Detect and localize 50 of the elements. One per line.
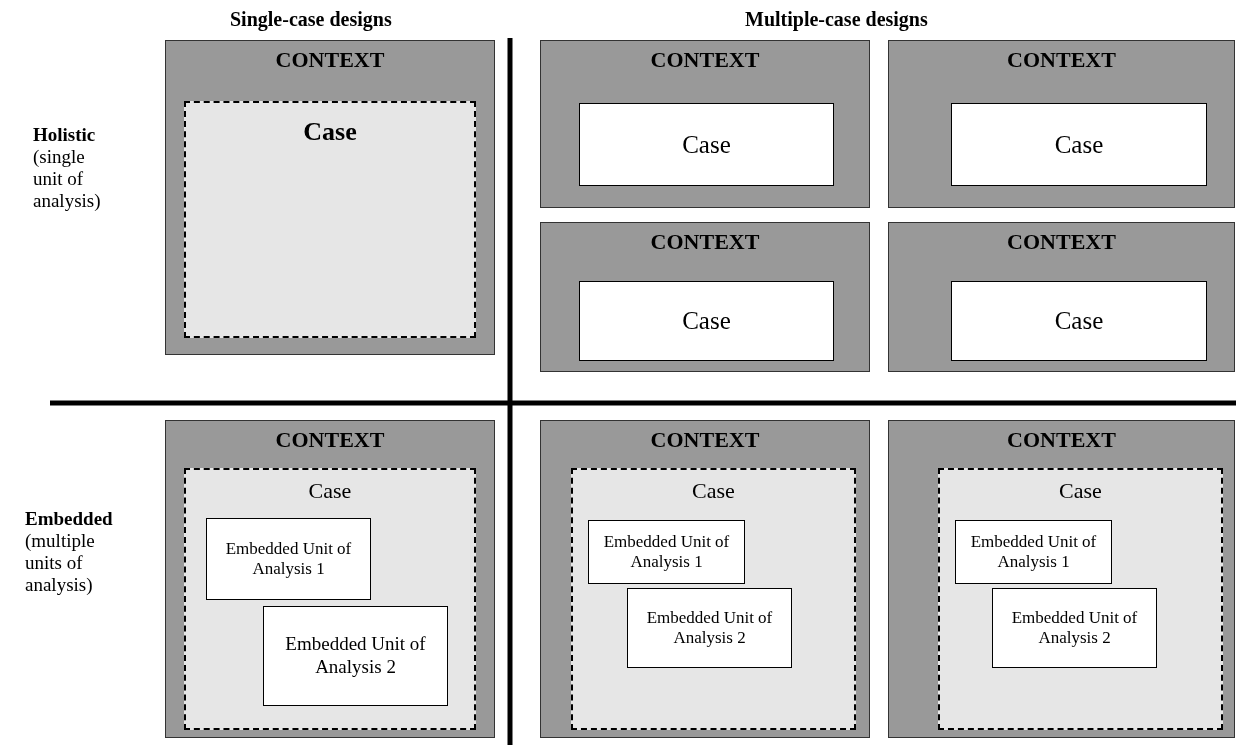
case-box: [184, 101, 476, 338]
unit-label: Embedded Unit of Analysis 2: [1010, 607, 1139, 649]
case-box: [951, 281, 1207, 361]
context-panel: [888, 40, 1235, 208]
context-heading: CONTEXT: [274, 47, 386, 73]
unit-box: [206, 518, 371, 600]
case-label: Case: [681, 129, 732, 160]
context-panel: [540, 420, 870, 738]
context-panel: [540, 40, 870, 208]
context-heading: CONTEXT: [649, 229, 761, 255]
context-heading: CONTEXT: [1006, 47, 1117, 73]
column-heading: Single-case designs: [230, 8, 392, 30]
case-label: Case: [302, 117, 358, 147]
unit-label: Embedded Unit of Analysis 2: [284, 633, 427, 679]
case-box: [579, 281, 834, 361]
row-note: (multiple units of analysis): [25, 530, 96, 596]
unit-box: [627, 588, 792, 668]
case-box: [951, 103, 1207, 186]
row-heading: Embedded: [25, 508, 113, 530]
context-panel: [165, 40, 495, 355]
context-panel: [165, 420, 495, 738]
case-box: [938, 468, 1223, 730]
case-label: Case: [1058, 478, 1103, 504]
context-heading: CONTEXT: [649, 47, 761, 73]
column-heading: Multiple-case designs: [745, 8, 928, 30]
context-panel: [888, 222, 1235, 372]
context-panel: [540, 222, 870, 372]
case-label: Case: [1053, 129, 1105, 160]
unit-label: Embedded Unit of Analysis 1: [224, 538, 353, 580]
case-box: [579, 103, 834, 186]
unit-label: Embedded Unit of Analysis 2: [645, 607, 774, 649]
context-panel: [888, 420, 1235, 738]
unit-box: [992, 588, 1157, 668]
unit-box: [588, 520, 745, 584]
context-heading: CONTEXT: [1006, 427, 1117, 453]
case-box: [571, 468, 856, 730]
context-heading: CONTEXT: [274, 427, 386, 453]
row-heading: Holistic: [33, 124, 96, 146]
unit-box: [263, 606, 448, 706]
case-label: Case: [681, 306, 732, 336]
case-label: Case: [307, 478, 353, 504]
context-heading: CONTEXT: [649, 427, 761, 453]
unit-box: [955, 520, 1112, 584]
case-label: Case: [1053, 306, 1105, 336]
unit-label: Embedded Unit of Analysis 1: [602, 531, 731, 573]
case-box: [184, 468, 476, 730]
context-heading: CONTEXT: [1006, 229, 1117, 255]
row-note: (single unit of analysis): [33, 146, 102, 212]
case-label: Case: [691, 478, 736, 504]
unit-label: Embedded Unit of Analysis 1: [969, 531, 1098, 573]
